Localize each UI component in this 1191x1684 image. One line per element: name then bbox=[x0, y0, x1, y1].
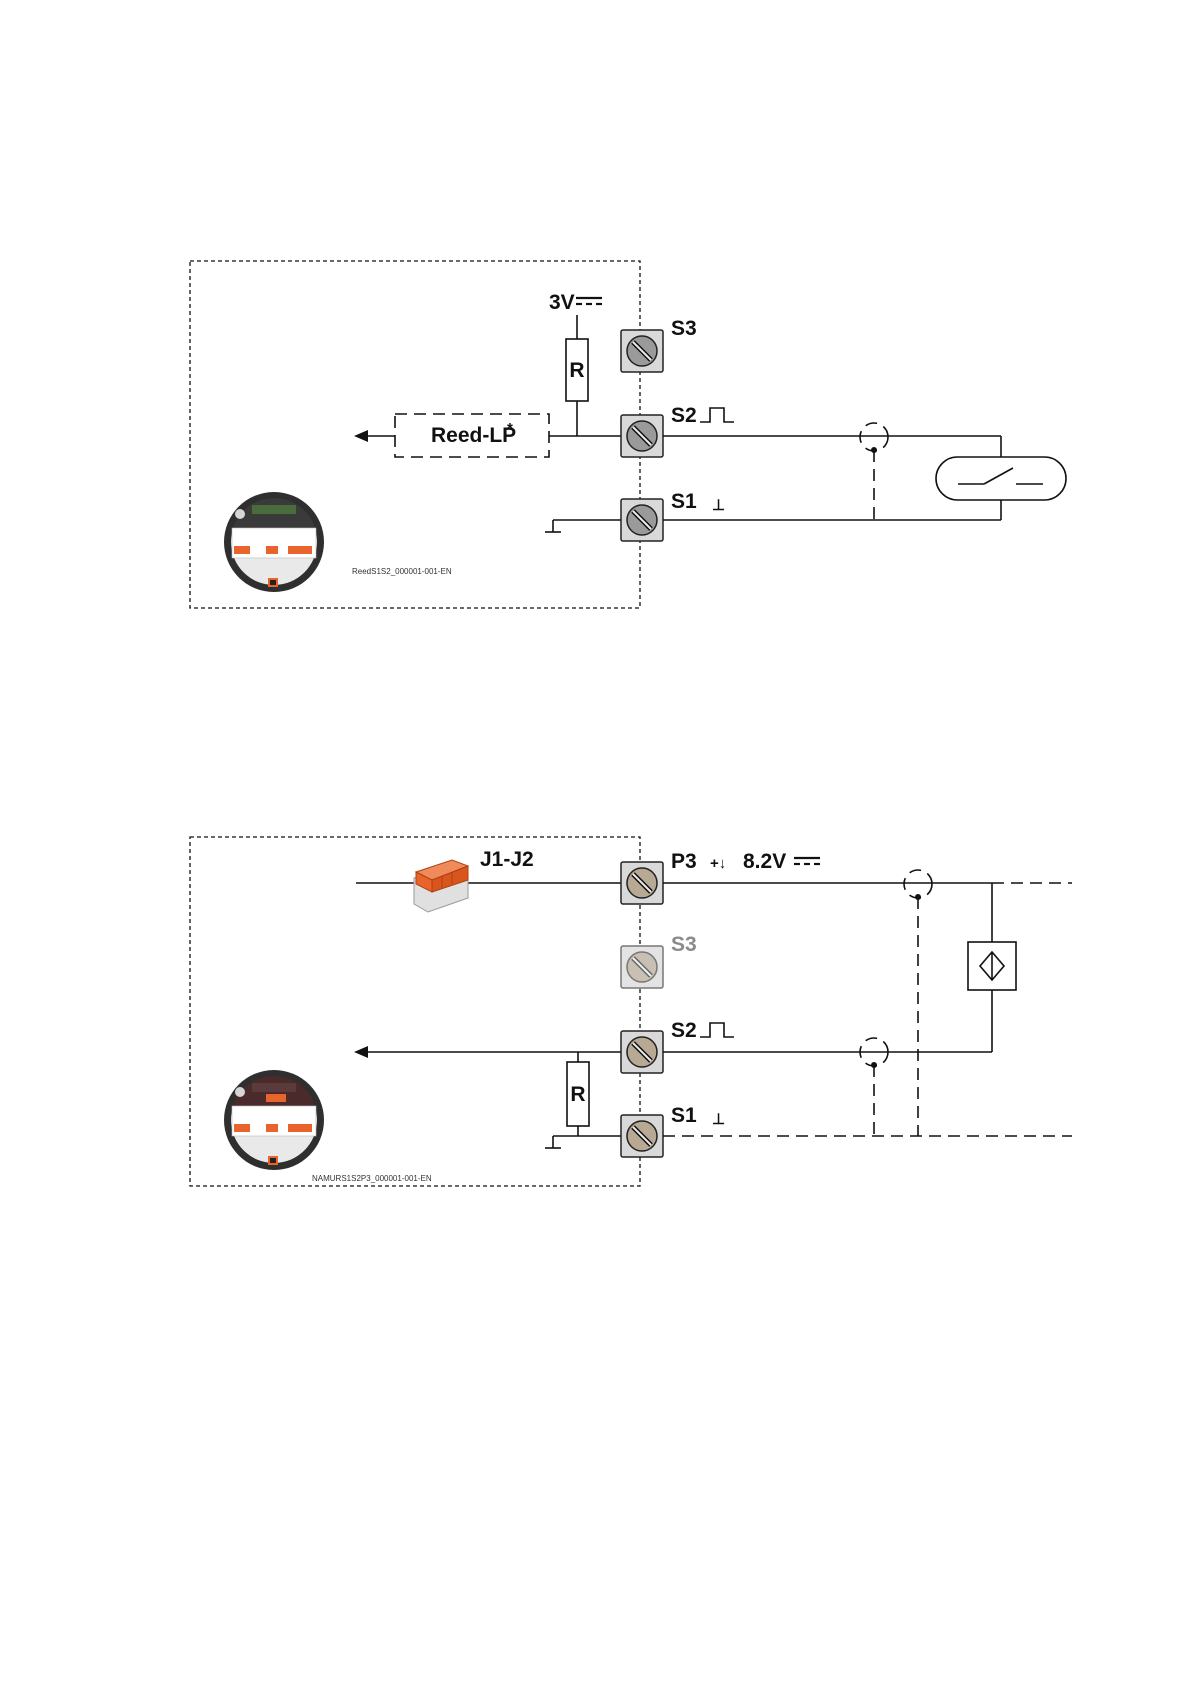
cable-shield bbox=[904, 870, 932, 898]
pulse-symbol bbox=[700, 408, 734, 422]
ground-icon bbox=[545, 1136, 561, 1148]
resistor-label: R bbox=[570, 1083, 585, 1106]
cable-shield bbox=[860, 423, 888, 451]
terminal-p3-label: P3 bbox=[671, 850, 697, 873]
terminal-s3 bbox=[621, 946, 663, 988]
supply-voltage-label: 8.2V bbox=[743, 850, 786, 873]
namur-diagram: NAMURS1S2P3_000001-001-EN J1-J2 P3 +↓ 8.… bbox=[190, 837, 1072, 1186]
terminal-s2 bbox=[621, 1031, 663, 1073]
reed-lp-label: Reed-LP bbox=[431, 424, 516, 447]
diagram-code: NAMURS1S2P3_000001-001-EN bbox=[312, 1174, 432, 1183]
jumper-connector bbox=[414, 860, 468, 912]
terminal-s1-label: S1 bbox=[671, 490, 697, 513]
ground-symbol: ⊥ bbox=[712, 1111, 725, 1128]
terminal-s1 bbox=[621, 1115, 663, 1157]
output-arrow bbox=[354, 1046, 368, 1058]
reed-diagram: ReedS1S2_000001-001-EN 3V R Reed-LP * S3… bbox=[190, 261, 1066, 608]
diagram-code: ReedS1S2_000001-001-EN bbox=[352, 567, 452, 576]
terminal-s3-label: S3 bbox=[671, 317, 697, 340]
terminal-s1 bbox=[621, 499, 663, 541]
device-board-image bbox=[224, 492, 324, 592]
supply-voltage-label: 3V bbox=[549, 291, 575, 314]
ground-icon bbox=[545, 520, 561, 532]
terminal-p3 bbox=[621, 862, 663, 904]
reed-lp-asterisk: * bbox=[507, 420, 513, 437]
terminal-s3-label: S3 bbox=[671, 933, 697, 956]
terminal-s2-label: S2 bbox=[671, 404, 697, 427]
device-board-image bbox=[224, 1070, 324, 1170]
supply-prefix: +↓ bbox=[710, 855, 726, 872]
output-arrow bbox=[354, 430, 368, 442]
namur-sensor bbox=[968, 942, 1016, 990]
dc-symbol bbox=[794, 858, 820, 864]
jumper-label: J1-J2 bbox=[480, 848, 534, 871]
ground-symbol: ⊥ bbox=[712, 497, 725, 514]
terminal-s3 bbox=[621, 330, 663, 372]
resistor-label: R bbox=[569, 359, 584, 382]
terminal-s2 bbox=[621, 415, 663, 457]
terminal-s1-label: S1 bbox=[671, 1104, 697, 1127]
pulse-symbol bbox=[700, 1023, 734, 1037]
terminal-s2-label: S2 bbox=[671, 1019, 697, 1042]
reed-switch bbox=[936, 457, 1066, 500]
dc-symbol bbox=[576, 298, 602, 304]
